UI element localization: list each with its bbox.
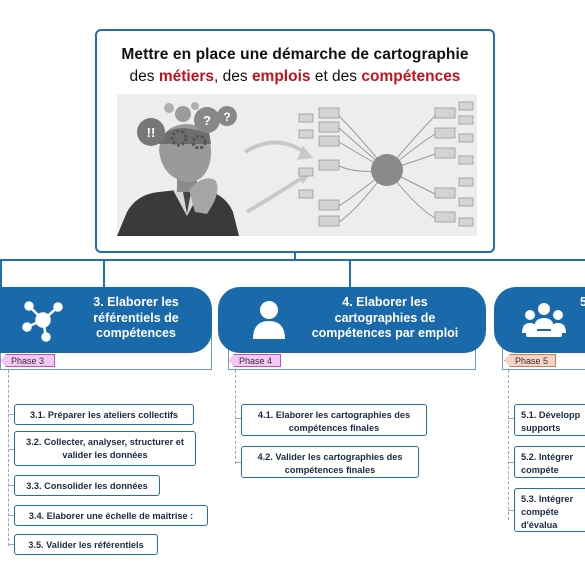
dash-tick (508, 418, 514, 419)
dash-tick (8, 515, 14, 516)
phase3-title-line: compétences (96, 326, 176, 340)
connector-phase3 (103, 259, 105, 287)
phase3-title-line: référentiels de (93, 310, 179, 325)
phase3-header[interactable]: 3. Elaborer les référentiels de compéten… (0, 287, 212, 353)
thinking-person-icon (117, 124, 239, 236)
task-3-4[interactable]: 3.4. Elaborer une échelle de maitrise : (14, 505, 208, 526)
task-3-2[interactable]: 3.2. Collecter, analyser, structurer et … (14, 431, 196, 466)
connector-left-edge (0, 259, 2, 289)
dash-tick (8, 544, 14, 545)
phase4-title-line: compétences par emploi (311, 326, 459, 340)
group-icon (522, 303, 566, 337)
phase5-header[interactable]: 5 (494, 287, 585, 353)
title-keyword-metiers: métiers (158, 68, 215, 85)
top-card: Mettre en place une démarche de cartogra… (95, 29, 495, 253)
phase3-title: 3. Elaborer les référentiels de compéten… (66, 295, 206, 342)
phase4-title-line: cartographies de (334, 310, 436, 325)
phase4-dashed-connector (235, 370, 236, 464)
dash-tick (508, 510, 514, 511)
phase5-dashed-connector (508, 370, 509, 520)
task-4-2[interactable]: 4.2. Valider les cartographies des compé… (241, 446, 419, 478)
title-part: , des (214, 68, 252, 85)
thought-mark: ? (203, 113, 211, 128)
phase3-title-line: 3. Elaborer les (93, 295, 179, 309)
task-5-3[interactable]: 5.3. Intégrer compéte d'évalua (514, 488, 585, 532)
dash-tick (8, 449, 14, 450)
phase5-title: 5 (580, 295, 585, 309)
title-line1: Mettre en place une démarche de cartogra… (121, 46, 469, 63)
cartography-illustration: !! ? ? (117, 94, 477, 236)
dash-tick (235, 418, 241, 419)
phase5-tag: Phase 5 (504, 354, 556, 367)
phase4-title: 4. Elaborer les cartographies de compéte… (292, 295, 478, 342)
title-keyword-emplois: emplois (251, 68, 311, 85)
connector-trunk (294, 253, 296, 260)
title-line2: des métiers, des emplois et des compéten… (97, 68, 493, 86)
title-part: et des (310, 68, 362, 85)
task-4-1[interactable]: 4.1. Elaborer les cartographies des comp… (241, 404, 427, 436)
phase4-title-line: 4. Elaborer les (342, 295, 428, 309)
task-5-1[interactable]: 5.1. Développ supports (514, 404, 585, 436)
phase3-tag: Phase 3 (0, 354, 55, 367)
task-3-1[interactable]: 3.1. Préparer les ateliers collectifs (14, 404, 194, 425)
task-3-3[interactable]: 3.3. Consolider les données (14, 475, 160, 496)
network-icon (22, 301, 63, 342)
dash-tick (235, 462, 241, 463)
connector-phase4 (349, 259, 351, 287)
person-icon (253, 301, 285, 339)
title-part: des (129, 68, 159, 85)
phase4-header[interactable]: 4. Elaborer les cartographies de compéte… (218, 287, 486, 353)
task-5-2[interactable]: 5.2. Intégrer compéte (514, 446, 585, 478)
connector-horizontal (0, 259, 585, 261)
dash-tick (8, 414, 14, 415)
task-3-5[interactable]: 3.5. Valider les référentiels (14, 534, 158, 555)
dash-tick (508, 462, 514, 463)
phase4-tag: Phase 4 (228, 354, 281, 367)
dash-tick (8, 485, 14, 486)
title-keyword-competences: compétences (361, 68, 461, 85)
thought-mark: ? (223, 110, 230, 124)
phase3-dashed-connector (8, 370, 9, 546)
thought-mark: !! (147, 125, 156, 140)
